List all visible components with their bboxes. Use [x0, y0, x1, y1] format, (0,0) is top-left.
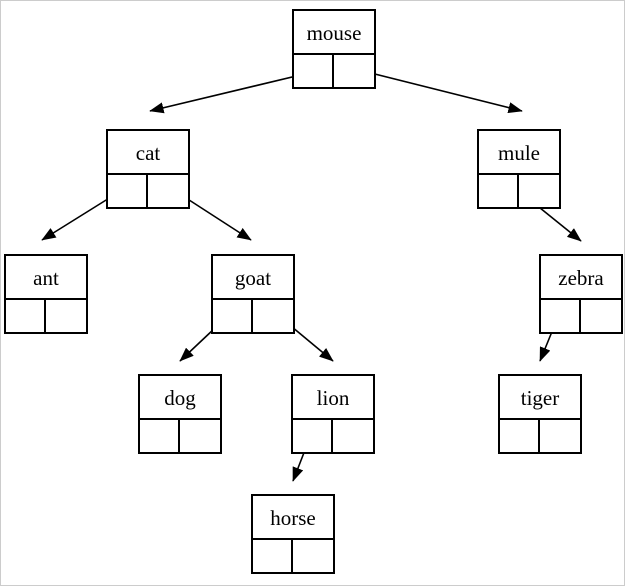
tree-node-label-mule: mule — [479, 131, 559, 175]
tree-node-right-pointer-lion[interactable] — [333, 420, 373, 454]
tree-node-pointer-cells-tiger — [500, 420, 580, 454]
tree-node-pointer-cells-dog — [140, 420, 220, 454]
tree-node-mule[interactable]: mule — [477, 129, 561, 209]
tree-node-label-lion: lion — [293, 376, 373, 420]
tree-node-goat[interactable]: goat — [211, 254, 295, 334]
tree-node-horse[interactable]: horse — [251, 494, 335, 574]
tree-node-pointer-cells-ant — [6, 300, 86, 334]
tree-node-left-pointer-dog[interactable] — [140, 420, 180, 454]
tree-node-pointer-cells-mule — [479, 175, 559, 209]
tree-node-right-pointer-zebra[interactable] — [581, 300, 621, 334]
tree-node-zebra[interactable]: zebra — [539, 254, 623, 334]
tree-node-mouse[interactable]: mouse — [292, 9, 376, 89]
tree-node-right-pointer-goat[interactable] — [253, 300, 293, 334]
tree-node-label-ant: ant — [6, 256, 86, 300]
tree-node-left-pointer-horse[interactable] — [253, 540, 293, 574]
tree-node-left-pointer-mule[interactable] — [479, 175, 519, 209]
tree-node-pointer-cells-mouse — [294, 55, 374, 89]
tree-node-pointer-cells-lion — [293, 420, 373, 454]
tree-node-right-pointer-dog[interactable] — [180, 420, 220, 454]
tree-node-cat[interactable]: cat — [106, 129, 190, 209]
tree-node-pointer-cells-zebra — [541, 300, 621, 334]
tree-node-label-tiger: tiger — [500, 376, 580, 420]
tree-node-left-pointer-zebra[interactable] — [541, 300, 581, 334]
tree-node-lion[interactable]: lion — [291, 374, 375, 454]
tree-node-label-goat: goat — [213, 256, 293, 300]
tree-node-right-pointer-cat[interactable] — [148, 175, 188, 209]
tree-node-left-pointer-tiger[interactable] — [500, 420, 540, 454]
tree-node-left-pointer-ant[interactable] — [6, 300, 46, 334]
tree-edge-mouse-left-to-cat — [149, 71, 314, 114]
tree-node-label-zebra: zebra — [541, 256, 621, 300]
tree-node-label-mouse: mouse — [294, 11, 374, 55]
tree-node-ant[interactable]: ant — [4, 254, 88, 334]
tree-node-pointer-cells-cat — [108, 175, 188, 209]
tree-node-right-pointer-mule[interactable] — [519, 175, 559, 209]
tree-node-left-pointer-mouse[interactable] — [294, 55, 334, 89]
tree-node-label-horse: horse — [253, 496, 333, 540]
tree-node-tiger[interactable]: tiger — [498, 374, 582, 454]
tree-node-pointer-cells-horse — [253, 540, 333, 574]
tree-node-right-pointer-horse[interactable] — [293, 540, 333, 574]
tree-edge-mouse-right-to-mule — [354, 68, 523, 114]
tree-node-left-pointer-goat[interactable] — [213, 300, 253, 334]
tree-node-label-dog: dog — [140, 376, 220, 420]
tree-node-pointer-cells-goat — [213, 300, 293, 334]
tree-node-dog[interactable]: dog — [138, 374, 222, 454]
tree-node-right-pointer-ant[interactable] — [46, 300, 86, 334]
tree-node-label-cat: cat — [108, 131, 188, 175]
tree-node-right-pointer-tiger[interactable] — [540, 420, 580, 454]
tree-node-left-pointer-lion[interactable] — [293, 420, 333, 454]
tree-node-right-pointer-mouse[interactable] — [334, 55, 374, 89]
tree-node-left-pointer-cat[interactable] — [108, 175, 148, 209]
